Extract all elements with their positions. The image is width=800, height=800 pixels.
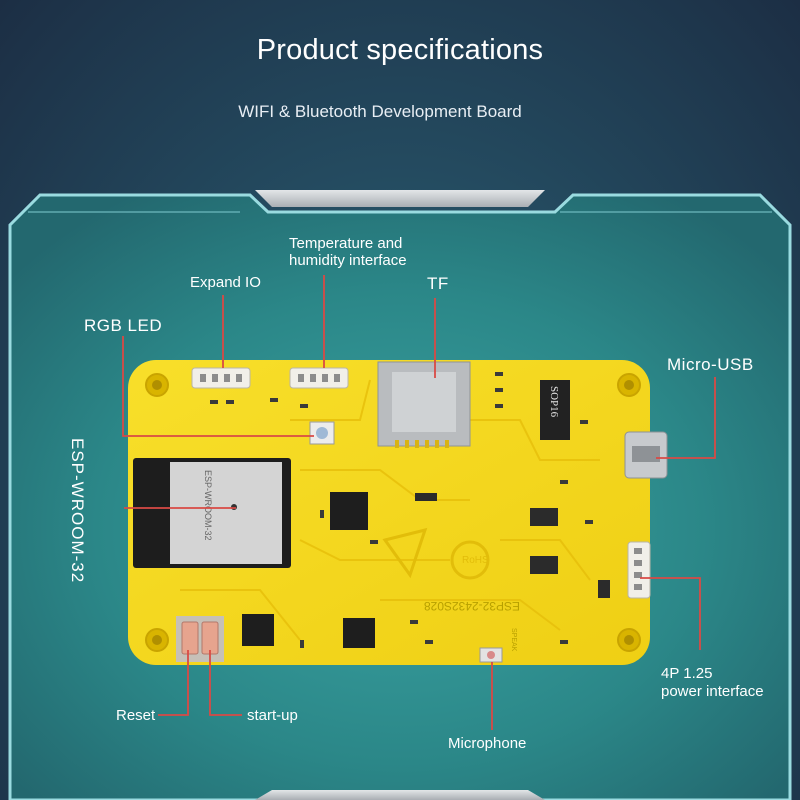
page-subtitle: WIFI & Bluetooth Development Board (238, 102, 522, 121)
chip-silkscreen: SOP16 (548, 386, 560, 418)
page-title: Product specifications (256, 34, 544, 66)
callout-temperature-humidity: Temperature and humidity interface (289, 235, 407, 269)
callout-startup: start-up (247, 707, 298, 724)
frame-top-tab (255, 190, 545, 207)
pcb-board: ESP-WROOM-32 SOP16 (128, 360, 668, 665)
callout-microphone: Microphone (448, 735, 527, 752)
callout-rgb-led: RGB LED (84, 316, 163, 335)
callout-temperature-humidity-text: Temperature and humidity interface (289, 235, 407, 269)
frame-bottom-tab (255, 790, 545, 800)
callout-expand-io: Expand IO (190, 274, 261, 291)
speak-silkscreen: SPEAK (510, 628, 517, 652)
callout-esp-module: ESP-WROOM-32 (68, 438, 87, 584)
callout-power-interface-line1: 4P 1.25 (661, 665, 713, 682)
module-silkscreen: ESP-WROOM-32 (203, 470, 213, 541)
callout-reset: Reset (116, 707, 156, 724)
callout-micro-usb: Micro-USB (667, 355, 754, 374)
callout-tf: TF (427, 274, 449, 293)
callout-power-interface-line2: power interface (661, 683, 764, 700)
logo-silkscreen: RoHS (462, 555, 489, 566)
model-silkscreen: ESP32-2432S028 (424, 599, 520, 613)
